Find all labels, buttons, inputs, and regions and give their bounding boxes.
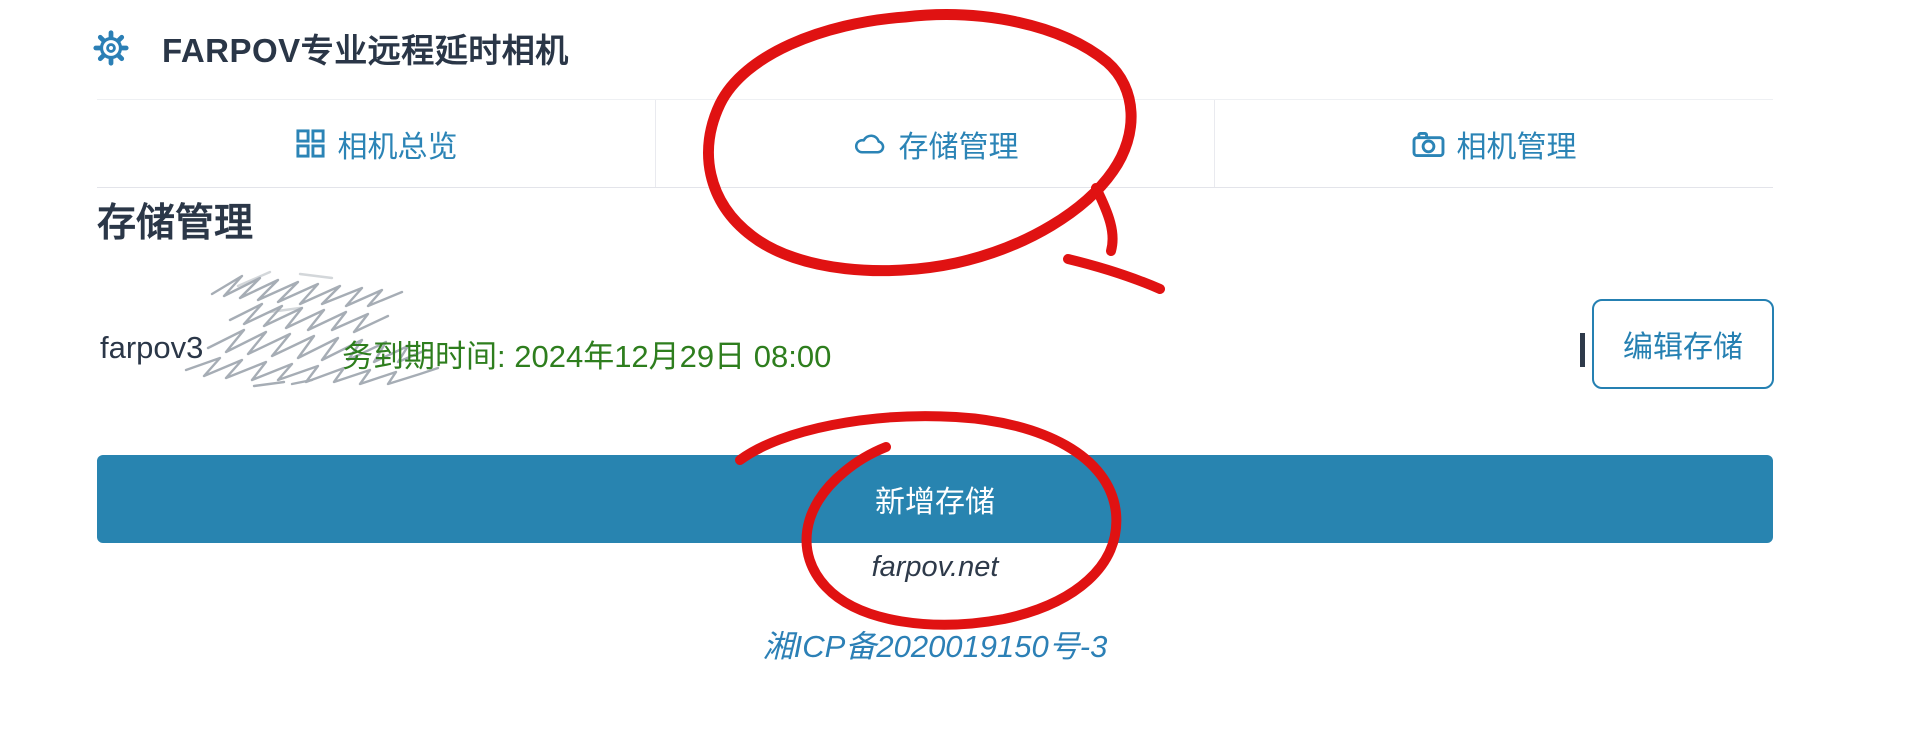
tab-camera-overview[interactable]: 相机总览	[97, 100, 655, 187]
separator-bar	[1580, 333, 1585, 367]
edit-storage-button[interactable]: 编辑存储	[1592, 299, 1774, 389]
tab-label: 相机管理	[1456, 130, 1577, 164]
tab-storage-management[interactable]: 存储管理	[655, 100, 1215, 187]
red-circle-storage-tab-tail	[1091, 183, 1118, 256]
add-storage-button[interactable]: 新增存储	[97, 455, 1773, 543]
tabbar: 相机总览 存储管理 相机管理	[97, 99, 1773, 188]
cloud-icon	[852, 131, 887, 157]
storage-name: farpov3	[100, 330, 204, 365]
site-name: farpov.net	[871, 551, 999, 583]
app-title: FARPOV专业远程延时相机	[162, 32, 569, 69]
tab-label: 相机总览	[337, 130, 458, 164]
gear-icon[interactable]	[92, 29, 130, 67]
expiry-text: 务到期时间: 2024年12月29日 08:00	[342, 339, 832, 374]
section-title: 存储管理	[97, 202, 254, 245]
tab-camera-management[interactable]: 相机管理	[1215, 100, 1773, 187]
tab-label: 存储管理	[898, 130, 1019, 164]
red-circle-storage-tab-hook	[1063, 254, 1165, 294]
camera-icon	[1412, 130, 1445, 158]
app-header: FARPOV专业远程延时相机	[92, 24, 569, 72]
icp-license-link[interactable]: 湘ICP备2020019150号-3	[762, 629, 1108, 664]
grid-icon	[295, 128, 326, 159]
